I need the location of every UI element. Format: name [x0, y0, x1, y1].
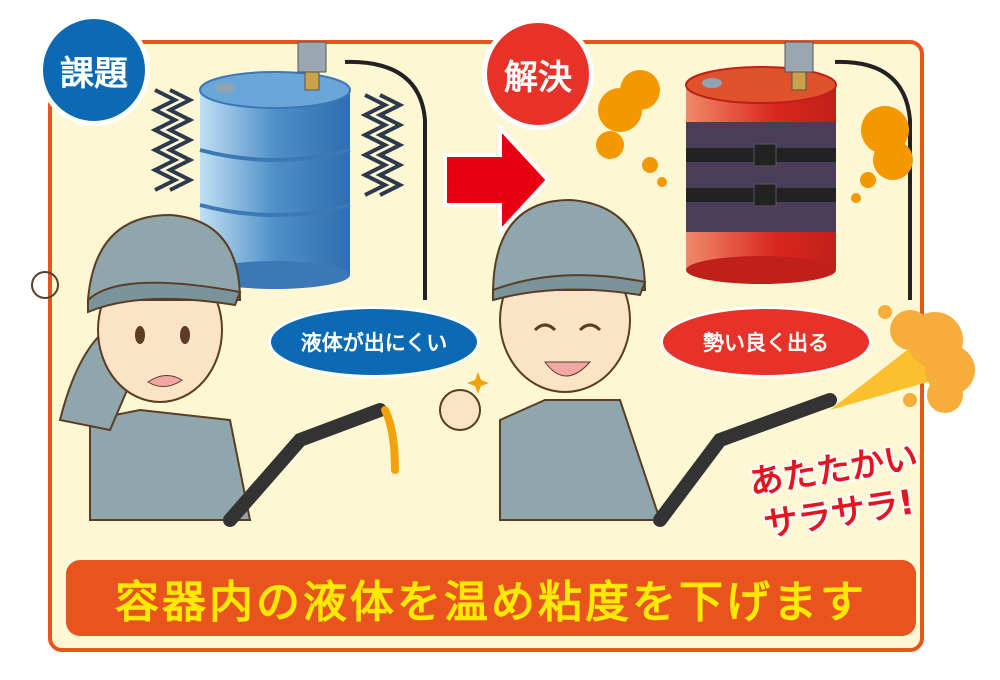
vibration-right-icon	[360, 93, 405, 197]
problem-speech-bubble: 液体が出にくい	[268, 306, 480, 378]
problem-badge: 課題	[38, 14, 150, 126]
pump-left	[297, 41, 327, 91]
arrow-right-icon	[443, 122, 551, 238]
headline-banner: 容器内の液体を温め粘度を下げます	[66, 560, 916, 636]
worker-happy	[439, 198, 837, 527]
hose-left	[344, 59, 427, 300]
dripping-liquid-icon	[381, 406, 399, 474]
sparkle-icon	[467, 372, 489, 394]
pump-right	[784, 41, 814, 91]
worker-troubled	[31, 213, 399, 527]
steam-clouds-icon	[596, 70, 913, 203]
solution-badge: 解決	[482, 18, 594, 130]
solution-speech-bubble: 勢い良く出る	[660, 306, 872, 378]
vibration-left-icon	[150, 88, 195, 192]
ok-hand	[439, 389, 481, 431]
spray-burst-icon	[830, 305, 975, 413]
scribble-icon	[31, 271, 59, 299]
red-drum-with-heater	[685, 66, 837, 284]
hose-right	[834, 59, 912, 300]
